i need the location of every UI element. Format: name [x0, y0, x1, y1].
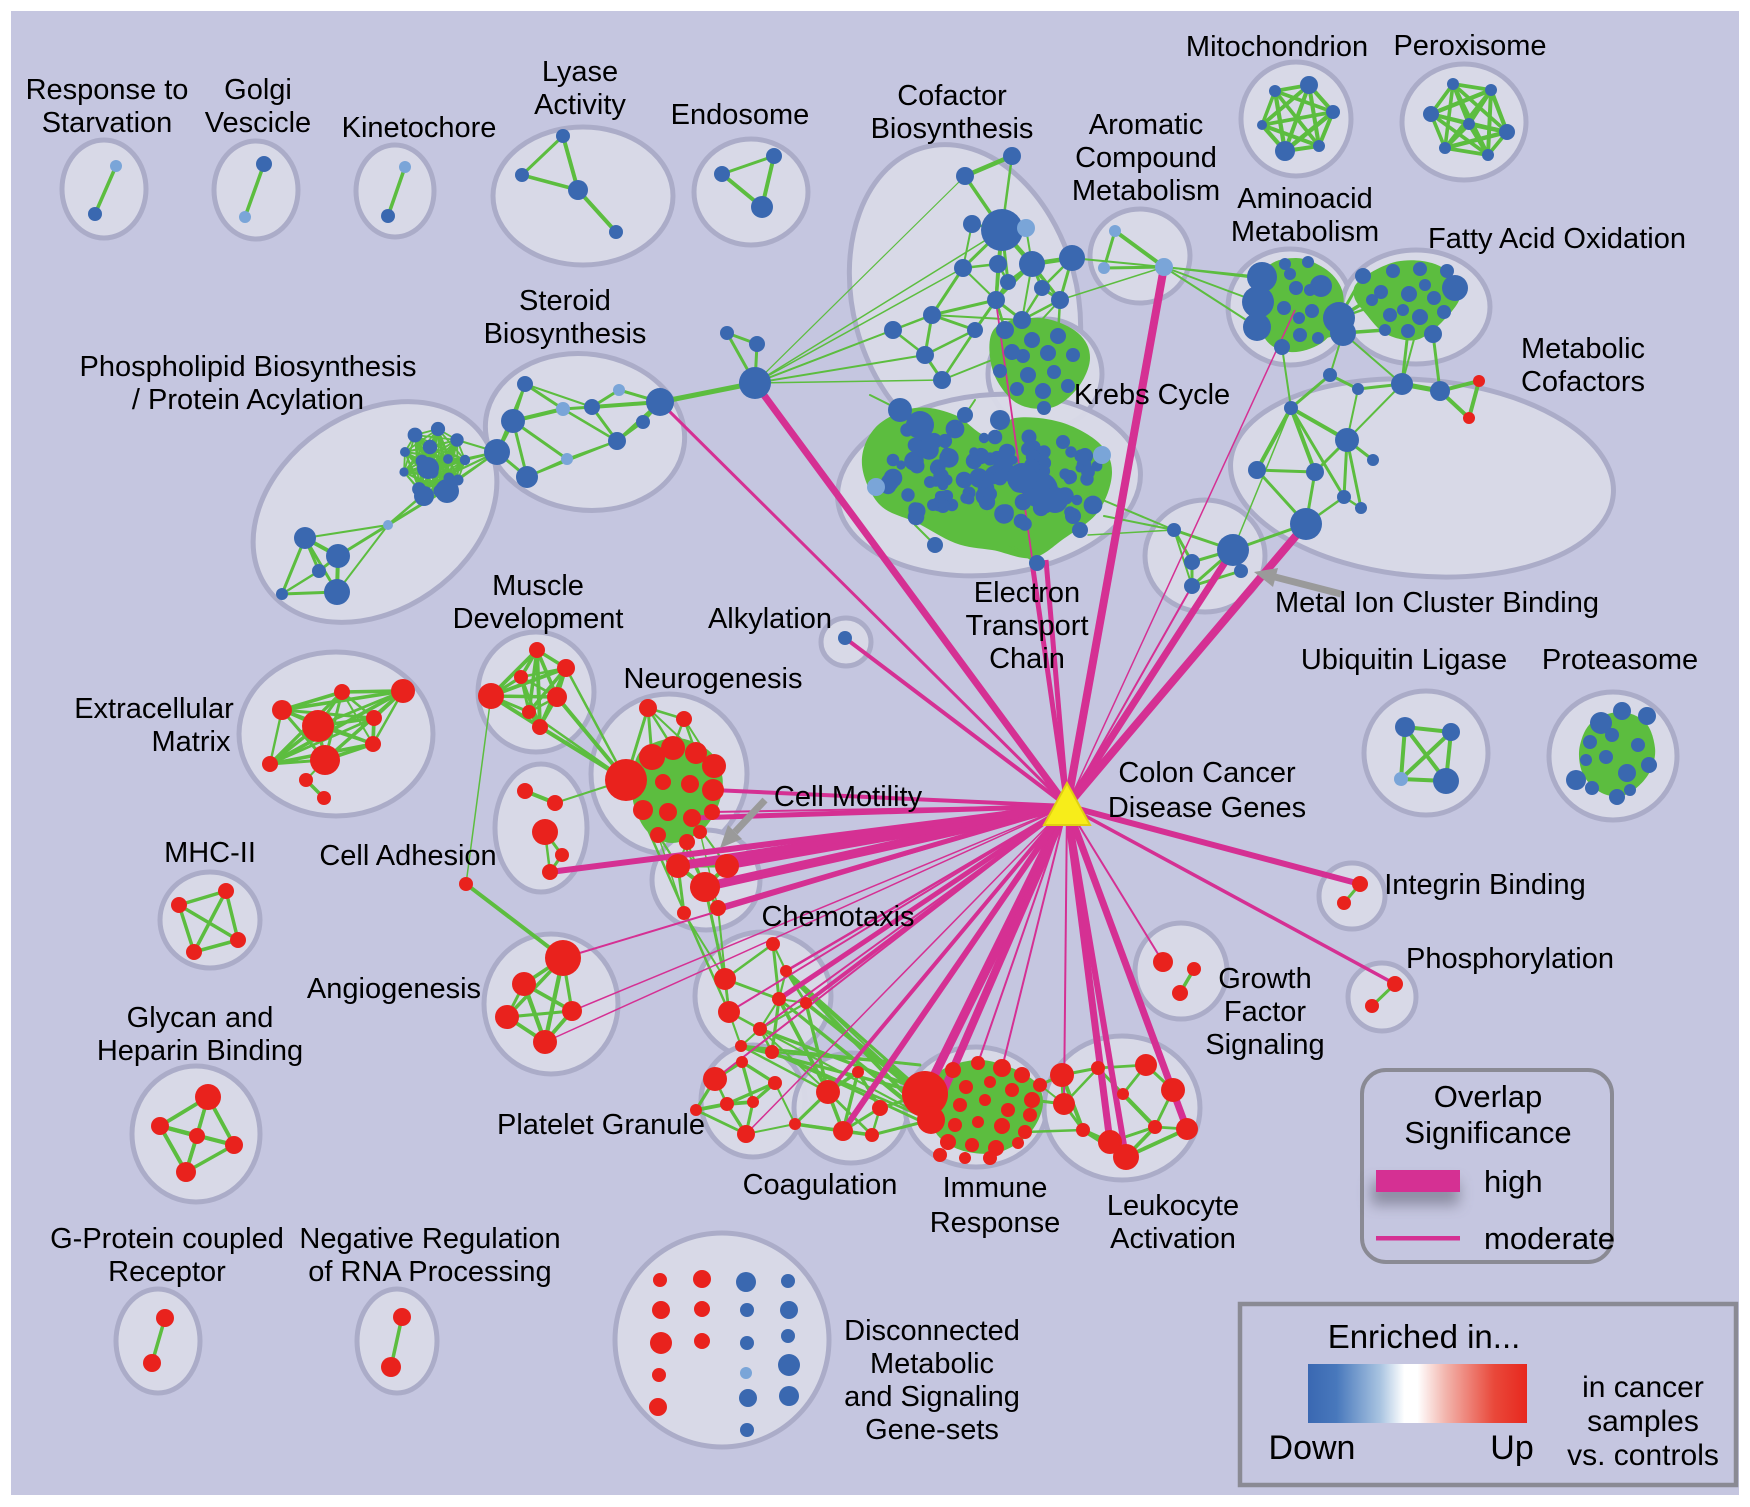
svg-text:Electron: Electron — [974, 577, 1080, 609]
svg-text:Metabolism: Metabolism — [1072, 175, 1220, 207]
svg-text:Activation: Activation — [1110, 1223, 1236, 1255]
svg-text:Leukocyte: Leukocyte — [1107, 1190, 1239, 1222]
svg-text:Glycan and: Glycan and — [127, 1002, 274, 1034]
svg-text:Matrix: Matrix — [152, 726, 231, 758]
svg-text:samples: samples — [1587, 1405, 1699, 1438]
svg-text:vs. controls: vs. controls — [1567, 1439, 1719, 1472]
svg-text:Cell Adhesion: Cell Adhesion — [319, 840, 496, 872]
svg-text:Extracellular: Extracellular — [74, 693, 234, 725]
svg-text:Immune: Immune — [943, 1172, 1048, 1204]
svg-text:Biosynthesis: Biosynthesis — [871, 113, 1034, 145]
svg-text:Chain: Chain — [989, 643, 1065, 675]
svg-text:Chemotaxis: Chemotaxis — [761, 901, 914, 933]
svg-text:Starvation: Starvation — [42, 107, 173, 139]
svg-text:high: high — [1484, 1164, 1543, 1199]
svg-text:Growth: Growth — [1218, 963, 1311, 995]
svg-text:Compound: Compound — [1075, 142, 1217, 174]
svg-text:and Signaling: and Signaling — [844, 1381, 1020, 1413]
svg-text:Golgi: Golgi — [224, 74, 292, 106]
svg-text:Significance: Significance — [1404, 1115, 1571, 1150]
svg-text:Receptor: Receptor — [108, 1256, 226, 1288]
svg-text:Heparin Binding: Heparin Binding — [97, 1035, 303, 1067]
svg-text:Muscle: Muscle — [492, 570, 584, 602]
svg-text:Ubiquitin Ligase: Ubiquitin Ligase — [1301, 644, 1507, 676]
svg-text:/ Protein Acylation: / Protein Acylation — [132, 384, 364, 416]
svg-text:Metabolic: Metabolic — [870, 1348, 994, 1380]
svg-text:Overlap: Overlap — [1434, 1079, 1543, 1114]
svg-text:Cofactors: Cofactors — [1521, 366, 1645, 398]
svg-text:Endosome: Endosome — [671, 99, 810, 131]
svg-text:Development: Development — [453, 603, 624, 635]
svg-text:moderate: moderate — [1484, 1221, 1615, 1256]
svg-text:in cancer: in cancer — [1582, 1371, 1704, 1404]
svg-text:Lyase: Lyase — [542, 56, 618, 88]
svg-text:Response: Response — [930, 1207, 1061, 1239]
svg-text:Biosynthesis: Biosynthesis — [484, 318, 647, 350]
svg-text:Krebs Cycle: Krebs Cycle — [1074, 379, 1230, 411]
svg-text:Vescicle: Vescicle — [205, 107, 311, 139]
svg-text:Down: Down — [1269, 1429, 1356, 1467]
svg-text:Proteasome: Proteasome — [1542, 644, 1698, 676]
svg-text:Cofactor: Cofactor — [897, 80, 1007, 112]
svg-text:Alkylation: Alkylation — [708, 603, 832, 635]
svg-text:Phosphorylation: Phosphorylation — [1406, 943, 1614, 975]
svg-text:Metal Ion Cluster Binding: Metal Ion Cluster Binding — [1275, 587, 1599, 619]
svg-text:Fatty Acid Oxidation: Fatty Acid Oxidation — [1428, 223, 1686, 255]
svg-text:Transport: Transport — [965, 610, 1088, 642]
svg-text:Platelet Granule: Platelet Granule — [497, 1109, 705, 1141]
svg-text:Activity: Activity — [534, 89, 626, 121]
svg-text:Factor: Factor — [1224, 996, 1307, 1028]
svg-text:Steroid: Steroid — [519, 285, 611, 317]
svg-text:Disease Genes: Disease Genes — [1108, 792, 1306, 824]
svg-text:Peroxisome: Peroxisome — [1393, 30, 1546, 62]
svg-text:Gene-sets: Gene-sets — [865, 1414, 999, 1446]
svg-text:Aromatic: Aromatic — [1089, 109, 1203, 141]
svg-text:Phospholipid Biosynthesis: Phospholipid Biosynthesis — [80, 351, 417, 383]
svg-text:Mitochondrion: Mitochondrion — [1186, 31, 1368, 63]
svg-text:Signaling: Signaling — [1205, 1029, 1324, 1061]
svg-text:Cell Motility: Cell Motility — [774, 781, 923, 813]
svg-text:Response to: Response to — [26, 74, 189, 106]
svg-text:of RNA Processing: of RNA Processing — [308, 1256, 551, 1288]
svg-text:Colon Cancer: Colon Cancer — [1118, 757, 1296, 789]
svg-text:Metabolic: Metabolic — [1521, 333, 1645, 365]
svg-text:Negative Regulation: Negative Regulation — [299, 1223, 560, 1255]
svg-text:Metabolism: Metabolism — [1231, 216, 1379, 248]
svg-text:Kinetochore: Kinetochore — [342, 112, 497, 144]
svg-text:Enriched in...: Enriched in... — [1328, 1318, 1521, 1355]
svg-text:Up: Up — [1490, 1429, 1533, 1467]
svg-text:Aminoacid: Aminoacid — [1237, 183, 1372, 215]
svg-text:G-Protein coupled: G-Protein coupled — [50, 1223, 284, 1255]
svg-text:Disconnected: Disconnected — [844, 1315, 1020, 1347]
svg-text:Neurogenesis: Neurogenesis — [624, 663, 803, 695]
svg-text:Integrin Binding: Integrin Binding — [1384, 869, 1586, 901]
svg-text:Angiogenesis: Angiogenesis — [307, 973, 481, 1005]
svg-text:Coagulation: Coagulation — [743, 1169, 898, 1201]
svg-text:MHC-II: MHC-II — [164, 837, 256, 869]
